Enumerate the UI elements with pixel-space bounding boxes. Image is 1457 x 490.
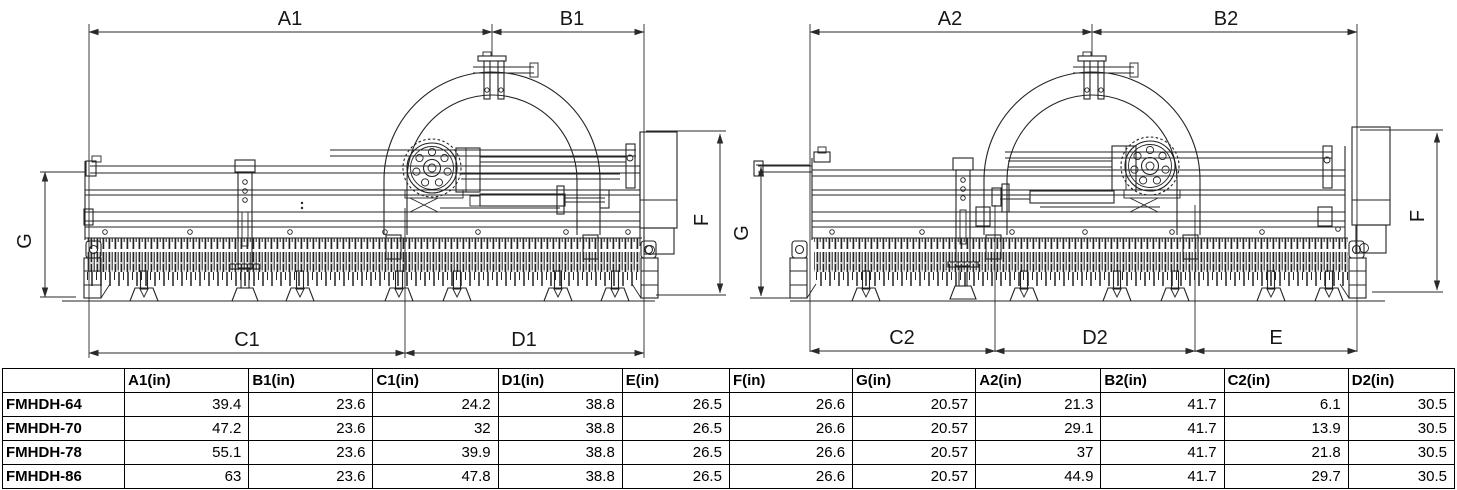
dimension-spec-table: A1(in) B1(in) C1(in) D1(in) E(in) F(in) …	[1, 368, 1456, 489]
col-header-g: G(in)	[852, 368, 977, 393]
right-roll-bar-arch	[983, 71, 1201, 260]
right-flail-tines	[814, 238, 1348, 288]
table-cell: 26.6	[728, 440, 854, 465]
dim-label-a1: A1	[278, 8, 302, 30]
table-cell: 13.9	[1223, 416, 1349, 441]
table-cell: 26.6	[728, 464, 854, 489]
right-view-dimensions: A2 B2 C2 D2 E G F	[731, 8, 1443, 355]
dim-label-f-left: F	[691, 214, 713, 226]
table-cell: 20.57	[852, 416, 977, 441]
table-cell: 38.8	[497, 440, 623, 465]
table-cell: 26.5	[621, 440, 730, 465]
col-header-a1: A1(in)	[124, 368, 250, 393]
table-cell: 20.57	[852, 440, 977, 465]
table-cell: 21.8	[1223, 440, 1349, 465]
table-cell: 32	[372, 416, 499, 441]
table-cell: 55.1	[124, 440, 250, 465]
right-hydraulic-cylinder	[991, 183, 1160, 213]
table-row: FMHDH-86 63 23.6 47.8 38.8 26.5 26.6 20.…	[1, 464, 1456, 489]
dim-label-g-left: G	[14, 233, 36, 249]
dim-label-a2: A2	[938, 8, 962, 30]
table-cell: 44.9	[975, 464, 1102, 489]
dim-label-b2: B2	[1214, 8, 1238, 30]
table-cell: 41.7	[1100, 392, 1225, 417]
table-cell: 23.6	[248, 392, 374, 417]
table-cell: 6.1	[1223, 392, 1349, 417]
col-header-d1: D1(in)	[497, 368, 623, 393]
col-header-c1: C1(in)	[372, 368, 499, 393]
col-header-a2: A2(in)	[975, 368, 1102, 393]
table-cell: 21.3	[975, 392, 1102, 417]
dim-label-c2: C2	[889, 327, 915, 349]
table-cell: 26.5	[621, 464, 730, 489]
table-cell: 26.6	[728, 416, 854, 441]
col-header-b2: B2(in)	[1100, 368, 1225, 393]
table-cell: 20.57	[852, 392, 977, 417]
table-cell: 24.2	[372, 392, 499, 417]
left-view-deck	[83, 132, 642, 246]
table-cell: 20.57	[852, 464, 977, 489]
model-name-cell: FMHDH-86	[1, 464, 126, 489]
table-cell: 47.2	[124, 416, 250, 441]
table-cell: 47.8	[372, 464, 499, 489]
table-row: FMHDH-70 47.2 23.6 32 38.8 26.5 26.6 20.…	[1, 416, 1456, 441]
left-view-dimensions: A1 B1 C1 D1 G F	[14, 8, 726, 358]
table-header-row: A1(in) B1(in) C1(in) D1(in) E(in) F(in) …	[1, 368, 1456, 393]
col-header-c2: C2(in)	[1223, 368, 1349, 393]
table-cell: 41.7	[1100, 464, 1225, 489]
right-drive-motor	[1008, 136, 1181, 213]
table-cell: 30.5	[1347, 464, 1456, 489]
left-skid-shoe	[789, 240, 817, 299]
table-cell: 26.5	[621, 416, 730, 441]
col-header-model	[1, 368, 126, 393]
dim-label-d1: D1	[511, 329, 537, 351]
table-cell: 41.7	[1100, 440, 1225, 465]
table-cell: 63	[124, 464, 250, 489]
table-cell: 39.4	[124, 392, 250, 417]
col-header-e: E(in)	[621, 368, 730, 393]
flail-mower-right-view: A2 B2 C2 D2 E G F	[731, 8, 1443, 355]
table-cell: 26.6	[728, 392, 854, 417]
dim-label-g-right: G	[731, 225, 753, 241]
table-cell: 23.6	[248, 464, 374, 489]
table-cell: 23.6	[248, 416, 374, 441]
table-cell: 30.5	[1347, 440, 1456, 465]
model-name-cell: FMHDH-64	[1, 392, 126, 417]
dim-label-b1: B1	[560, 8, 584, 30]
left-side-gearbox	[639, 131, 678, 255]
right-top-link-bracket	[1072, 51, 1139, 100]
model-name-cell: FMHDH-70	[1, 416, 126, 441]
right-side-gearbox	[1351, 126, 1391, 254]
table-cell: 41.7	[1100, 416, 1225, 441]
table-cell: 38.8	[497, 464, 623, 489]
table-cell: 29.7	[1223, 464, 1349, 489]
left-flail-tines	[87, 238, 640, 288]
dim-label-e: E	[1269, 327, 1282, 349]
table-row: FMHDH-78 55.1 23.6 39.9 38.8 26.5 26.6 2…	[1, 440, 1456, 465]
left-drive-motor	[402, 138, 626, 213]
table-cell: 26.5	[621, 392, 730, 417]
table-cell: 38.8	[497, 392, 623, 417]
col-header-d2: D2(in)	[1347, 368, 1456, 393]
table-cell: 39.9	[372, 440, 499, 465]
flail-mower-left-view: A1 B1 C1 D1 G F	[14, 8, 726, 358]
table-cell: 29.1	[975, 416, 1102, 441]
table-cell: 30.5	[1347, 416, 1456, 441]
dim-label-c1: C1	[234, 329, 260, 351]
col-header-f: F(in)	[728, 368, 854, 393]
table-row: FMHDH-64 39.4 23.6 24.2 38.8 26.5 26.6 2…	[1, 392, 1456, 417]
technical-drawing: A1 B1 C1 D1 G F	[14, 8, 1443, 358]
dim-label-f-right: F	[1407, 210, 1429, 222]
col-header-b1: B1(in)	[248, 368, 374, 393]
table-cell: 23.6	[248, 440, 374, 465]
model-name-cell: FMHDH-78	[1, 440, 126, 465]
table-cell: 38.8	[497, 416, 623, 441]
table-cell: 30.5	[1347, 392, 1456, 417]
left-top-link-bracket	[472, 51, 539, 100]
table-cell: 37	[975, 440, 1102, 465]
left-hydraulic-cylinder	[440, 185, 610, 215]
dim-label-d2: D2	[1082, 327, 1108, 349]
